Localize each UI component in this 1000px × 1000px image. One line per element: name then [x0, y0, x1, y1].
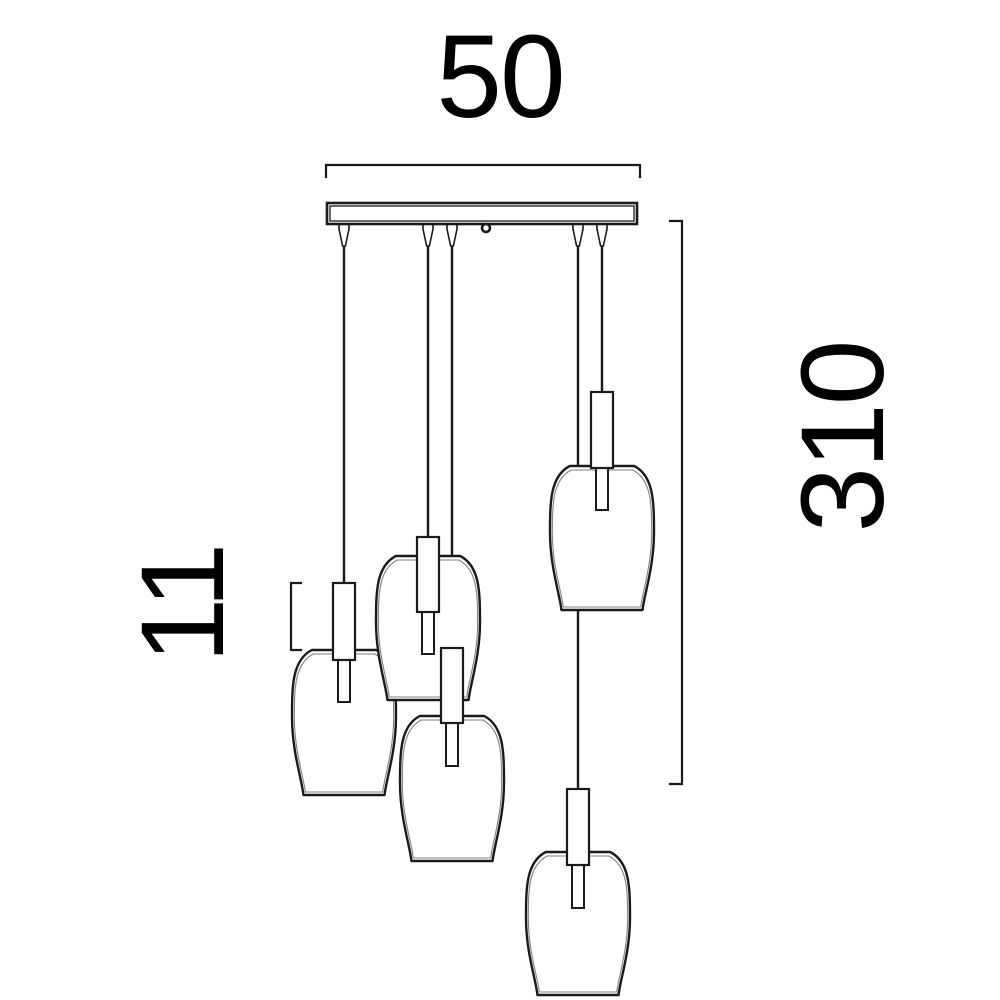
lamp-sockets-group [331, 390, 615, 909]
ceiling-canopy-group [325, 201, 639, 247]
cable-strain-relief-5 [596, 223, 608, 247]
cable-strain-relief-3 [446, 223, 458, 247]
glass-shade-3 [398, 714, 506, 863]
glass-shade-inner-line-4 [551, 469, 653, 608]
dimension-label-width: 50 [436, 11, 565, 143]
canopy-screw-hole [480, 222, 492, 234]
glass-shade-4 [548, 464, 656, 612]
cable-strain-relief-1 [338, 223, 350, 247]
glass-shade-inner-line-3 [401, 719, 503, 859]
socket-inner-tube-1 [337, 657, 351, 703]
glass-shades-group [290, 464, 656, 997]
cable-strain-relief-4 [572, 223, 584, 247]
socket-body-3 [439, 646, 465, 725]
glass-shade-inner-line-2 [377, 559, 479, 698]
glass-shade-5 [524, 850, 632, 997]
canopy-inner-outline [329, 205, 635, 222]
dimension-label-shade: 11 [117, 544, 249, 664]
dimension-bracket-width [324, 163, 642, 179]
socket-inner-tube-2 [421, 609, 435, 655]
socket-inner-tube-4 [595, 465, 609, 511]
socket-inner-tube-3 [445, 720, 459, 767]
socket-body-4 [589, 390, 615, 470]
glass-shade-inner-line-5 [527, 855, 629, 993]
socket-body-5 [565, 787, 591, 867]
socket-body-1 [331, 581, 357, 662]
dimension-bracket-height [668, 219, 684, 786]
dimension-bracket-shade [289, 581, 303, 652]
dimension-label-height: 310 [777, 341, 909, 533]
socket-body-2 [415, 535, 441, 614]
socket-inner-tube-5 [571, 862, 585, 909]
dimension-lines-group [289, 163, 684, 786]
cable-strain-relief-2 [422, 223, 434, 247]
ceiling-canopy-plate [325, 201, 639, 226]
